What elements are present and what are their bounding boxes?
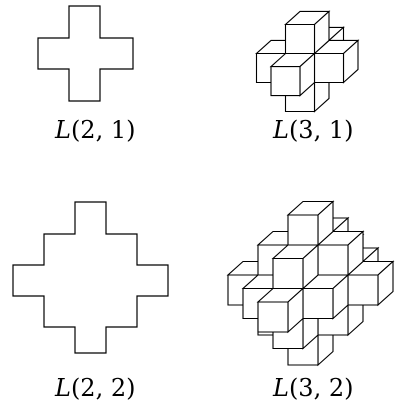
cube-front-face — [313, 52, 345, 84]
unit-cube — [284, 10, 331, 55]
cube-front-face — [317, 244, 349, 276]
cube-front-face — [302, 287, 334, 320]
cube-front-face — [347, 274, 379, 306]
unit-cube — [313, 39, 360, 84]
unit-cube — [346, 260, 395, 307]
label-L22: L(2, 2) — [54, 374, 135, 402]
plus-shape-L21 — [37, 5, 134, 102]
cube-front-face — [272, 257, 304, 290]
cube-front-face — [284, 23, 316, 55]
figure-L21 — [37, 5, 134, 102]
label-L21: L(2, 1) — [54, 116, 135, 144]
label-L32: L(3, 2) — [272, 374, 353, 402]
diamond-shape-L22 — [12, 201, 169, 354]
cube-cluster-L31 — [255, 10, 360, 113]
cube-front-face — [287, 214, 319, 246]
cube-front-face — [257, 301, 289, 333]
cube-cluster-L32 — [226, 200, 395, 367]
figure-L22 — [12, 201, 169, 354]
cube-front-face — [270, 66, 301, 97]
unit-cube — [271, 243, 320, 290]
label-L31: L(3, 1) — [272, 116, 353, 144]
unit-cube — [256, 287, 305, 334]
unit-cube — [269, 52, 316, 97]
unit-cube — [286, 200, 335, 247]
